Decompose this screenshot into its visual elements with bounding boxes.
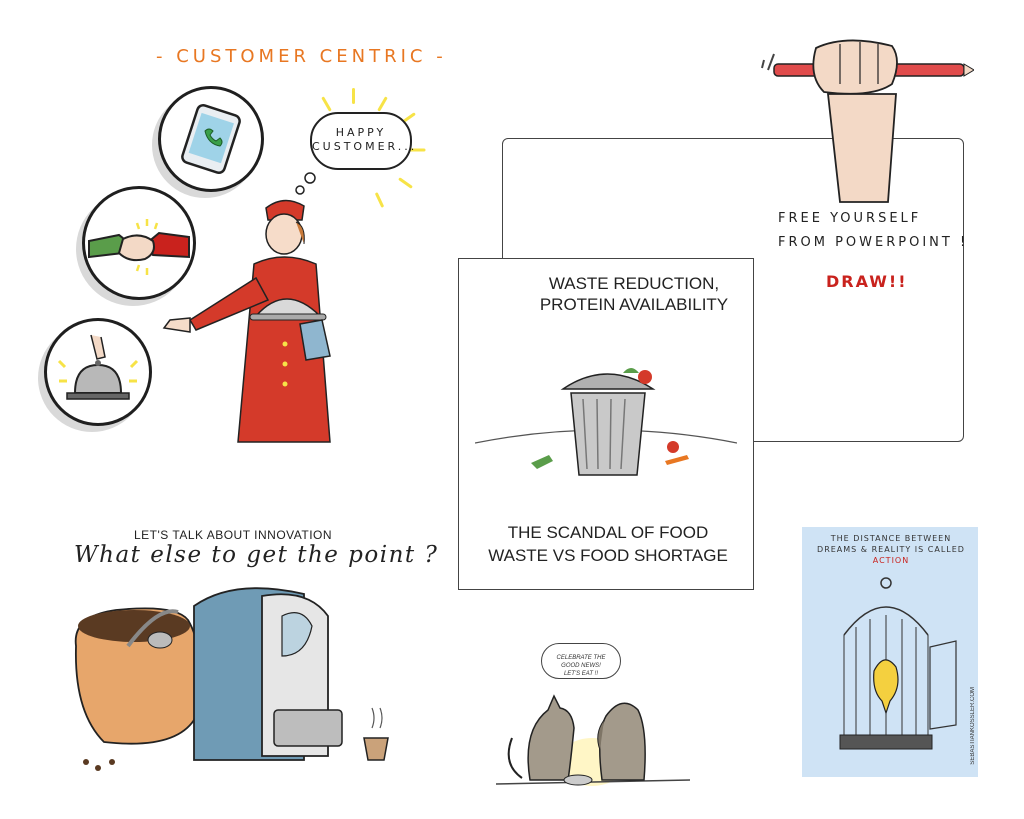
celebrate-bubble: CELEBRATE THE GOOD NEWS! LET'S EAT !! xyxy=(541,643,621,679)
food-waste-card: WASTE REDUCTION, PROTEIN AVAILABILITY TH… xyxy=(458,258,754,590)
customer-centric-title: - CUSTOMER CENTRIC - xyxy=(156,46,447,67)
fist-pencil-illustration xyxy=(761,39,974,203)
cage-caption: THE DISTANCE BETWEEN DREAMS & REALITY IS… xyxy=(817,534,965,565)
free-yourself-caption: FREE YOURSELF FROM POWERPOINT ! xyxy=(778,211,969,250)
handshake-icon xyxy=(88,219,190,275)
happy-customer-bubble: HAPPY CUSTOMER... xyxy=(310,112,414,170)
cat-dog-illustration xyxy=(496,694,690,786)
coffee-machine-illustration xyxy=(74,587,389,771)
cage-credit: SEBASTIANKOSSLER.COM xyxy=(970,687,976,765)
bellhop-illustration xyxy=(162,172,331,443)
handshake-circle xyxy=(82,186,196,300)
bird-cage-card: THE DISTANCE BETWEEN DREAMS & REALITY IS… xyxy=(802,527,978,777)
smartphone-icon xyxy=(181,103,241,175)
trash-can-icon xyxy=(475,368,737,476)
innovation-heading: LET'S TALK ABOUT INNOVATION xyxy=(134,528,333,542)
service-bell-icon xyxy=(57,334,139,400)
bell-circle xyxy=(44,318,152,426)
food-top-caption: WASTE REDUCTION, PROTEIN AVAILABILITY xyxy=(539,274,729,314)
phone-circle xyxy=(158,86,264,192)
draw-caption: DRAW!! xyxy=(826,272,908,291)
innovation-subheading: What else to get the point ? xyxy=(74,542,439,568)
bird-cage-icon xyxy=(839,577,957,750)
food-bottom-caption: THE SCANDAL OF FOOD WASTE VS FOOD SHORTA… xyxy=(488,523,728,565)
